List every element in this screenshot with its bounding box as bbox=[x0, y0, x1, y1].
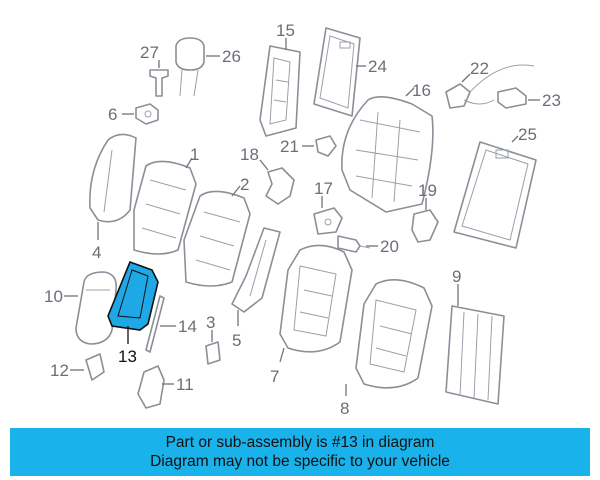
callout-2: 2 bbox=[240, 175, 249, 194]
part-16-frame bbox=[341, 96, 434, 213]
leader-2 bbox=[231, 185, 241, 197]
part-1-cover bbox=[133, 160, 197, 255]
leader-25 bbox=[511, 135, 519, 143]
part-18-bracket bbox=[265, 167, 295, 205]
callout-15: 15 bbox=[276, 21, 295, 40]
part-5-panel bbox=[231, 227, 281, 313]
part-10-armrest bbox=[75, 271, 118, 345]
banner-line-1: Part or sub-assembly is #13 in diagram bbox=[165, 434, 435, 451]
callout-6: 6 bbox=[108, 105, 117, 124]
part-11-bracket bbox=[137, 365, 165, 409]
part-27-bolt bbox=[149, 69, 169, 97]
part-13-highlighted bbox=[107, 260, 159, 331]
part-8-seatback bbox=[355, 279, 433, 389]
callout-13: 13 bbox=[118, 347, 137, 366]
part-19-bracket bbox=[411, 209, 439, 243]
callout-3: 3 bbox=[206, 313, 215, 332]
callout-11: 11 bbox=[176, 375, 194, 394]
callout-27: 27 bbox=[140, 43, 159, 62]
callout-10: 10 bbox=[44, 287, 63, 306]
callout-25: 25 bbox=[518, 125, 537, 144]
part-23-connector bbox=[497, 87, 527, 109]
part-9-panel bbox=[445, 305, 505, 405]
part-21-clip bbox=[315, 135, 337, 157]
part-20-bolt bbox=[337, 235, 371, 253]
leader-7 bbox=[279, 347, 285, 363]
callout-4: 4 bbox=[92, 243, 101, 262]
leader-22 bbox=[461, 73, 471, 83]
part-6-guide bbox=[135, 103, 159, 125]
callout-9: 9 bbox=[452, 267, 461, 286]
part-4-bolster bbox=[89, 133, 137, 223]
leader-18 bbox=[259, 159, 269, 171]
callout-17: 17 bbox=[314, 179, 333, 198]
part-26-headrest bbox=[175, 37, 205, 97]
part-7-seatback bbox=[279, 244, 353, 353]
callout-14: 14 bbox=[178, 317, 197, 336]
leader-1 bbox=[185, 157, 193, 169]
callout-5: 5 bbox=[232, 331, 241, 350]
callout-19: 19 bbox=[418, 181, 437, 200]
part-12-clip bbox=[85, 353, 105, 381]
callout-26: 26 bbox=[222, 47, 241, 66]
callout-24: 24 bbox=[368, 57, 387, 76]
callout-23: 23 bbox=[542, 91, 561, 110]
part-14-rod bbox=[145, 295, 165, 353]
part-2-cover bbox=[183, 190, 251, 287]
callout-18: 18 bbox=[240, 145, 259, 164]
callout-20: 20 bbox=[380, 237, 399, 256]
callout-7: 7 bbox=[270, 367, 279, 386]
part-22-cable bbox=[445, 64, 535, 109]
leader-16 bbox=[405, 87, 415, 97]
callout-1: 1 bbox=[190, 145, 199, 164]
info-banner: Part or sub-assembly is #13 in diagram D… bbox=[10, 428, 590, 476]
callout-12: 12 bbox=[50, 361, 69, 380]
part-24-panel bbox=[313, 27, 361, 117]
banner-line-2: Diagram may not be specific to your vehi… bbox=[150, 453, 450, 470]
part-25-board bbox=[453, 141, 537, 249]
part-15-frame bbox=[259, 45, 301, 137]
part-17-plate bbox=[313, 207, 343, 235]
callout-21: 21 bbox=[280, 137, 299, 156]
callout-8: 8 bbox=[340, 399, 349, 418]
parts-diagram: 27 26 6 15 24 16 22 23 bbox=[44, 21, 561, 418]
part-3-clip bbox=[205, 341, 221, 365]
callout-16: 16 bbox=[412, 81, 431, 100]
callout-22: 22 bbox=[470, 59, 489, 78]
